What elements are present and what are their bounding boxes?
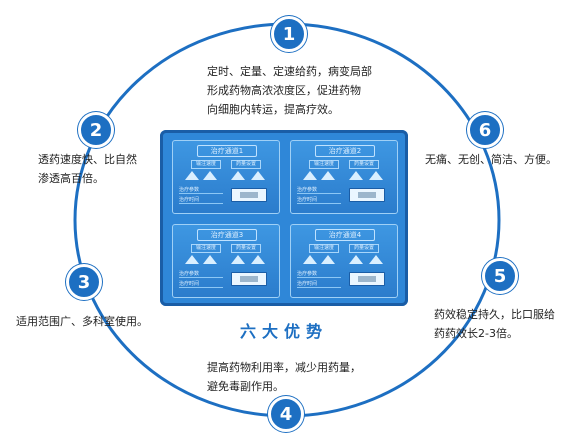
- module-3-row-1: 治疗参数: [179, 271, 223, 278]
- module-2-tag-2: 药量设置: [349, 160, 379, 169]
- module-2-tag-1: 输注速度: [309, 160, 339, 169]
- badge-5: 5: [482, 258, 518, 294]
- up-arrow-icon: [185, 255, 199, 264]
- badge-1: 1: [271, 16, 307, 52]
- advantage-4-line-1: 提高药物利用率，减少用药量，: [207, 361, 361, 374]
- module-4-tag-1: 输注速度: [309, 244, 339, 253]
- advantage-1-line-1: 定时、定量、定速给药，病变局部: [207, 65, 372, 78]
- up-arrow-icon: [349, 171, 363, 180]
- advantage-2-line-2: 渗透高百倍。: [38, 172, 104, 185]
- up-arrow-icon: [203, 171, 217, 180]
- module-4-display: [349, 272, 385, 286]
- up-arrow-icon: [231, 171, 245, 180]
- module-2-row-2: 治疗时间: [297, 197, 341, 204]
- up-arrow-icon: [251, 171, 265, 180]
- badge-4: 4: [268, 396, 304, 432]
- advantage-1-line-2: 形成药物高浓浓度区，促进药物: [207, 84, 361, 97]
- module-1-title: 治疗通道1: [197, 145, 257, 157]
- module-2-display: [349, 188, 385, 202]
- advantage-2-text: 透药速度快、比自然 渗透高百倍。: [38, 150, 137, 188]
- up-arrow-icon: [349, 255, 363, 264]
- advantage-1-line-3: 向细胞内转运，提高疗效。: [207, 103, 339, 116]
- advantage-4-line-2: 避免毒副作用。: [207, 380, 284, 393]
- up-arrow-icon: [303, 171, 317, 180]
- module-1-display: [231, 188, 267, 202]
- device-panel-image: 治疗通道1 输注速度 药量设置 治疗参数 治疗时间 治疗通道2 输注速度 药量设…: [160, 130, 408, 306]
- channel-module-4: 治疗通道4 输注速度 药量设置 治疗参数 治疗时间: [290, 224, 398, 298]
- advantage-3-text: 适用范围广、多科室使用。: [16, 312, 148, 331]
- advantage-5-line-2: 药药效长2-3倍。: [434, 327, 518, 340]
- up-arrow-icon: [185, 171, 199, 180]
- module-4-tag-2: 药量设置: [349, 244, 379, 253]
- advantage-6-text: 无痛、无创、简洁、方便。: [425, 150, 557, 169]
- up-arrow-icon: [303, 255, 317, 264]
- module-1-tag-1: 输注速度: [191, 160, 221, 169]
- module-3-row-2: 治疗时间: [179, 281, 223, 288]
- advantage-2-line-1: 透药速度快、比自然: [38, 153, 137, 166]
- up-arrow-icon: [203, 255, 217, 264]
- module-4-row-1: 治疗参数: [297, 271, 341, 278]
- module-2-row-1: 治疗参数: [297, 187, 341, 194]
- module-3-title: 治疗通道3: [197, 229, 257, 241]
- module-4-title: 治疗通道4: [315, 229, 375, 241]
- advantage-4-text: 提高药物利用率，减少用药量， 避免毒副作用。: [207, 358, 361, 396]
- advantage-6-line-1: 无痛、无创、简洁、方便。: [425, 153, 557, 166]
- module-1-row-1: 治疗参数: [179, 187, 223, 194]
- badge-3: 3: [66, 264, 102, 300]
- advantage-5-line-1: 药效稳定持久，比口服给: [434, 308, 555, 321]
- channel-module-1: 治疗通道1 输注速度 药量设置 治疗参数 治疗时间: [172, 140, 280, 214]
- badge-2: 2: [78, 112, 114, 148]
- advantage-5-text: 药效稳定持久，比口服给 药药效长2-3倍。: [434, 305, 555, 343]
- badge-6: 6: [467, 112, 503, 148]
- module-2-title: 治疗通道2: [315, 145, 375, 157]
- module-1-row-2: 治疗时间: [179, 197, 223, 204]
- up-arrow-icon: [231, 255, 245, 264]
- up-arrow-icon: [321, 255, 335, 264]
- up-arrow-icon: [321, 171, 335, 180]
- up-arrow-icon: [369, 171, 383, 180]
- module-1-tag-2: 药量设置: [231, 160, 261, 169]
- advantage-1-text: 定时、定量、定速给药，病变局部 形成药物高浓浓度区，促进药物 向细胞内转运，提高…: [207, 62, 372, 119]
- module-3-tag-2: 药量设置: [231, 244, 261, 253]
- center-title: 六大优势: [239, 322, 328, 341]
- channel-module-3: 治疗通道3 输注速度 药量设置 治疗参数 治疗时间: [172, 224, 280, 298]
- up-arrow-icon: [251, 255, 265, 264]
- module-4-row-2: 治疗时间: [297, 281, 341, 288]
- module-3-display: [231, 272, 267, 286]
- up-arrow-icon: [369, 255, 383, 264]
- module-3-tag-1: 输注速度: [191, 244, 221, 253]
- advantage-3-line-1: 适用范围广、多科室使用。: [16, 315, 148, 328]
- channel-module-2: 治疗通道2 输注速度 药量设置 治疗参数 治疗时间: [290, 140, 398, 214]
